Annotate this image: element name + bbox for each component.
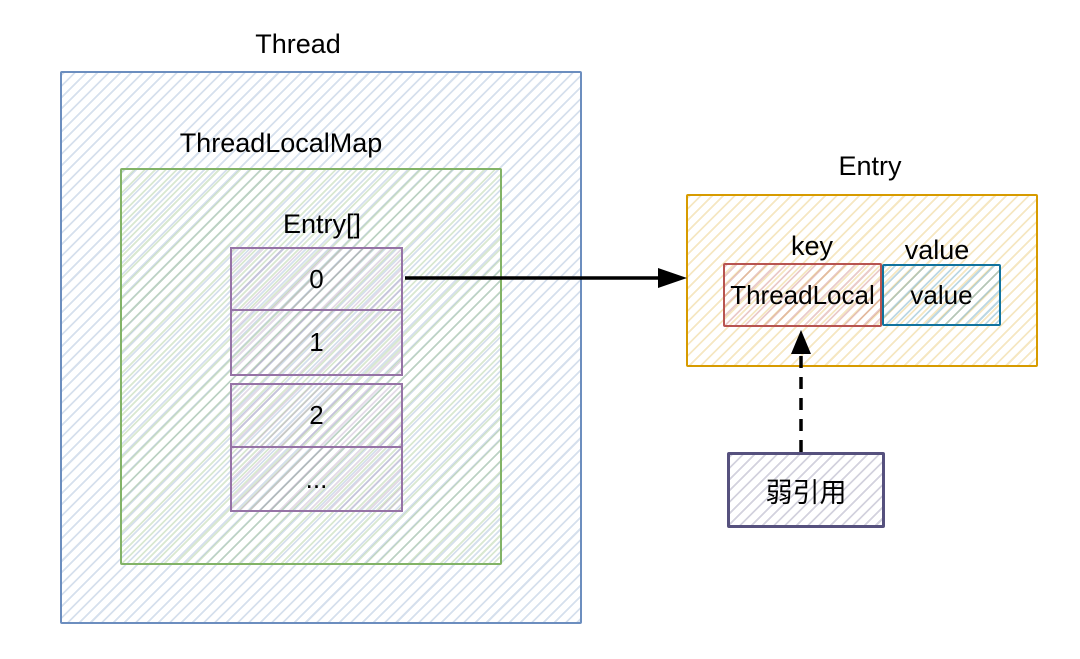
weak-reference-box: 弱引用 [727, 452, 885, 528]
array-cell-2-label: 2 [309, 400, 324, 430]
threadlocalmap-title: ThreadLocalMap [179, 128, 383, 158]
array-cell-1-label: 1 [309, 327, 324, 357]
threadlocal-key-box: ThreadLocal [723, 263, 882, 327]
array-cell-0: 0 [230, 247, 403, 311]
array-cell-3: ... [230, 446, 403, 512]
threadlocal-key-text: ThreadLocal [730, 279, 875, 310]
entry-title: Entry [838, 151, 902, 181]
array-cell-3-label: ... [305, 463, 328, 494]
value-text: value [910, 279, 973, 310]
thread-title: Thread [255, 29, 341, 59]
key-label: key [790, 231, 834, 261]
entry-box: key value ThreadLocal value [686, 194, 1038, 367]
value-label: value [904, 235, 970, 265]
weak-reference-label: 弱引用 [765, 477, 847, 508]
value-box: value [882, 264, 1001, 326]
array-cell-2: 2 [230, 383, 403, 448]
entry-array-label: Entry[] [282, 209, 362, 239]
array-cell-0-label: 0 [309, 263, 324, 294]
threadlocalmap-box: 0 1 2 ... [120, 168, 502, 565]
array-cell-1: 1 [230, 309, 403, 376]
thread-box: 0 1 2 ... [60, 71, 582, 624]
